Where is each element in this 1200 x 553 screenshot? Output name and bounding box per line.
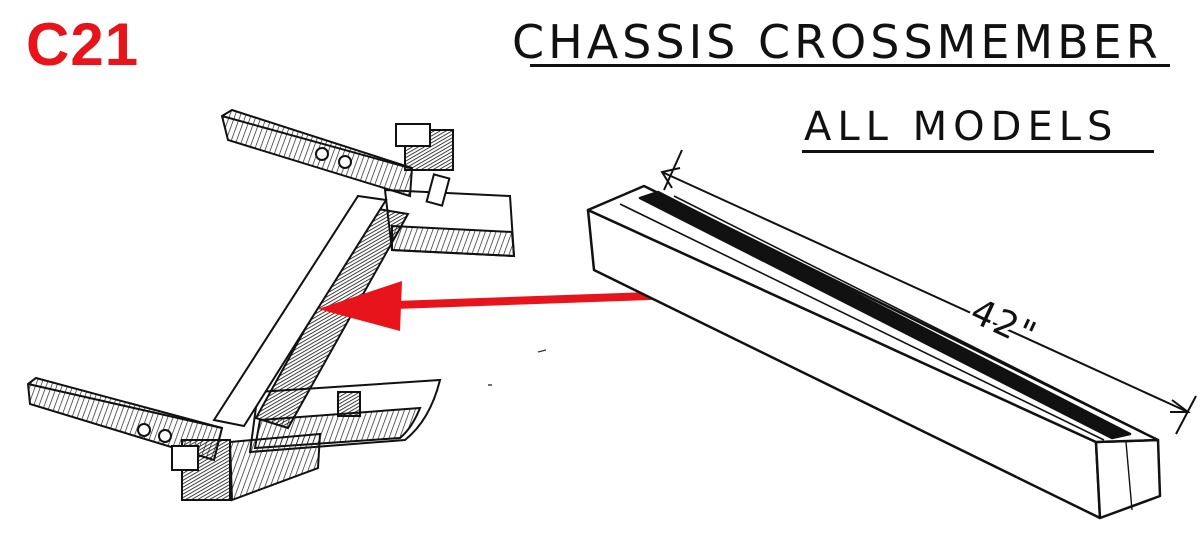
crossmember-top: [212, 194, 388, 428]
crossmember-beam: [586, 184, 1162, 520]
chassis-frame-illustration: [26, 108, 516, 502]
beam-end-face: [1094, 438, 1162, 520]
title-underline: [530, 64, 1170, 67]
beam-groove: [638, 190, 1132, 440]
diagram-subtitle: ALL MODELS: [804, 104, 1119, 150]
lower-spring-hanger: [26, 376, 361, 502]
upper-spring-hanger: [220, 108, 454, 207]
subtitle-underline: [802, 150, 1154, 153]
diagram-title: CHASSIS CROSSMEMBER: [512, 15, 1162, 69]
crossmember-side: [254, 206, 410, 430]
beam-front-face: [586, 208, 1102, 520]
upper-frame-rail: [383, 188, 516, 258]
dimension-line: [660, 149, 1197, 435]
dimension-label: 42": [964, 291, 1043, 357]
part-code: C21: [26, 11, 140, 78]
